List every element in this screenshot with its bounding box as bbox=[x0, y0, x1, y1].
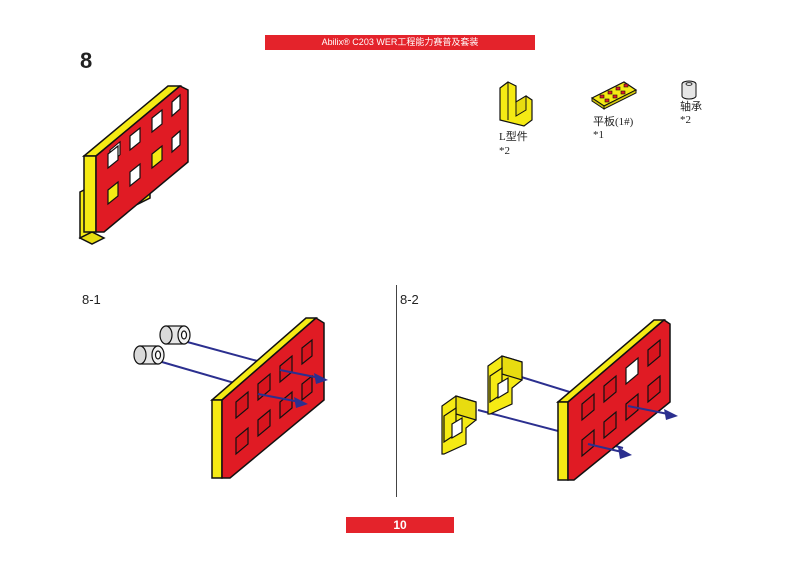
flat-plate-name: 平板(1#) bbox=[593, 116, 634, 128]
substep-8-2-illustration bbox=[441, 319, 678, 481]
page-number-bar: 10 bbox=[346, 517, 454, 533]
bearing-name: 轴承 bbox=[680, 101, 702, 113]
flat-plate-part-icon bbox=[590, 81, 638, 110]
l-shaped-part-icon bbox=[499, 81, 533, 127]
l-part-quantity: *2 bbox=[499, 145, 510, 157]
bearing-quantity: *2 bbox=[680, 114, 691, 126]
page-number: 10 bbox=[393, 518, 407, 532]
substep-8-1-illustration bbox=[133, 317, 328, 479]
assembled-plate-illustration bbox=[78, 85, 189, 245]
bearing-part-icon bbox=[681, 80, 697, 100]
substep-label-8-1: 8-1 bbox=[82, 292, 101, 307]
substep-divider bbox=[396, 285, 397, 497]
flat-plate-quantity: *1 bbox=[593, 129, 604, 141]
substep-label-8-2: 8-2 bbox=[400, 292, 419, 307]
manual-title: Abilix® C203 WER工程能力赛普及套装 bbox=[321, 37, 479, 47]
manual-header-bar: Abilix® C203 WER工程能力赛普及套装 bbox=[265, 35, 535, 50]
l-part-name: L型件 bbox=[499, 131, 528, 143]
step-number: 8 bbox=[80, 48, 93, 73]
